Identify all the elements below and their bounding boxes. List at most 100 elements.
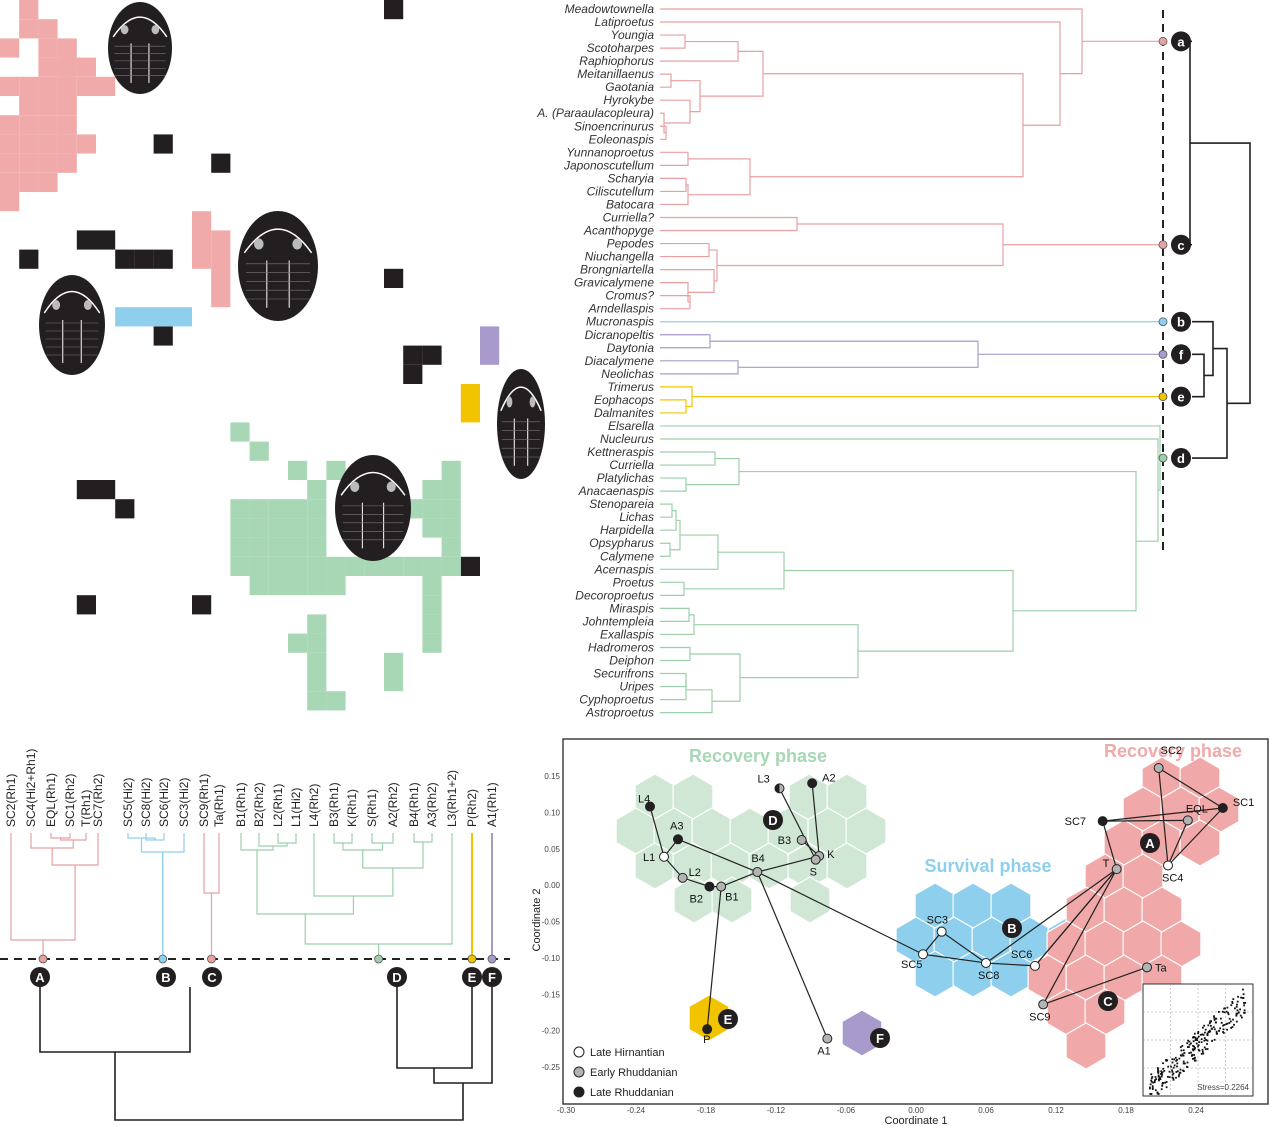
x-tick-label: 0.18 xyxy=(1118,1106,1134,1115)
inset-point xyxy=(1243,1009,1246,1012)
point-label: L1 xyxy=(643,852,655,864)
point-label: SC3 xyxy=(927,915,948,927)
ordination-point xyxy=(645,801,655,812)
y-tick-label: 0.10 xyxy=(544,808,560,817)
heatmap-cell-green xyxy=(268,576,288,596)
inset-point xyxy=(1165,1081,1168,1083)
inset-point xyxy=(1222,1028,1225,1031)
trilobite-eye xyxy=(386,481,396,493)
inset-point xyxy=(1151,1088,1154,1090)
inset-point xyxy=(1228,1017,1231,1020)
heatmap-cell-dark xyxy=(134,249,154,269)
inset-point xyxy=(1186,1042,1189,1045)
heatmap-cell-green xyxy=(307,480,327,500)
site-label: SC1(Rh2) xyxy=(63,774,77,827)
site-tree-branch xyxy=(203,833,220,894)
inset-point xyxy=(1242,988,1244,991)
ordination-link xyxy=(1167,807,1224,866)
trilobite-silhouette-center xyxy=(238,211,318,321)
inset-point xyxy=(1198,1041,1200,1043)
heatmap-cell-dark xyxy=(96,230,116,250)
heatmap-cell-pink xyxy=(19,76,39,96)
inset-point xyxy=(1192,1045,1194,1047)
inset-point xyxy=(1234,1007,1236,1010)
inset-point xyxy=(1242,993,1245,996)
trilobite-eye xyxy=(529,396,536,408)
taxa-tree-branch xyxy=(660,334,711,349)
ordination-point xyxy=(1097,816,1108,827)
heatmap-cell-pink xyxy=(0,38,20,58)
inset-point xyxy=(1197,1044,1200,1046)
site-label: SC2(Rh1) xyxy=(4,774,18,827)
inset-point xyxy=(1155,1078,1158,1080)
heatmap-cell-green xyxy=(249,518,269,538)
inset-point xyxy=(1204,1048,1207,1051)
trilobite-cephalon-line xyxy=(112,16,168,38)
heatmap-cell-pink xyxy=(38,153,58,173)
trilobite-silhouette-right xyxy=(497,369,545,479)
ordination-link xyxy=(1042,966,1148,1006)
inset-point xyxy=(1196,1039,1199,1041)
inset-point xyxy=(1197,1035,1200,1038)
inset-point xyxy=(1152,1081,1155,1084)
occurrence-heatmap xyxy=(0,0,500,711)
group-badge xyxy=(718,1009,738,1029)
heatmap-cell-dark xyxy=(460,556,480,576)
y-tick-label: 0.05 xyxy=(544,845,560,854)
point-label: SC7 xyxy=(1065,816,1086,828)
inset-point xyxy=(1180,1049,1183,1052)
cluster-badge xyxy=(30,967,50,987)
inset-point xyxy=(1228,1022,1231,1024)
site-label: L4(Rh2) xyxy=(307,784,321,827)
taxa-tree-branch xyxy=(660,40,739,62)
x-tick-label: 0.00 xyxy=(908,1106,924,1115)
inset-point xyxy=(1215,1032,1218,1035)
taxa-tree-branch xyxy=(660,295,691,310)
taxon-label: Platylichas xyxy=(597,471,654,485)
heatmap-cell-dark xyxy=(153,134,173,154)
ordination-point xyxy=(704,881,715,892)
inset-point xyxy=(1171,1070,1174,1073)
taxa-tree-branch xyxy=(660,399,687,414)
point-label: T xyxy=(1103,858,1110,870)
inset-point xyxy=(1233,1023,1235,1026)
heatmap-cell-dark xyxy=(403,345,423,365)
trilobite-cephalon-line xyxy=(43,290,101,314)
heatmap-cell-pink xyxy=(76,57,96,77)
inset-point xyxy=(1193,1054,1195,1056)
inset-point xyxy=(1188,1043,1191,1046)
inset-point xyxy=(1182,1062,1185,1065)
inset-point xyxy=(1170,1065,1172,1068)
trilobite-body xyxy=(238,211,318,321)
trilobite-body xyxy=(108,2,172,94)
taxon-label: Hyrokybe xyxy=(603,93,654,107)
taxon-label: Sinoencrinurus xyxy=(574,119,654,133)
inset-point xyxy=(1193,1048,1196,1051)
y-tick-label: -0.20 xyxy=(542,1027,561,1036)
cluster-badge xyxy=(462,967,482,987)
cluster-badge-label: E xyxy=(468,970,477,985)
cluster-badge-label: d xyxy=(1177,451,1185,466)
inset-point xyxy=(1154,1076,1157,1078)
ordination-point xyxy=(1111,864,1122,875)
hex-cell-pink xyxy=(1179,819,1221,867)
heatmap-cell-green xyxy=(422,614,442,634)
trilobite-silhouettes xyxy=(39,2,545,561)
inset-point xyxy=(1149,1083,1152,1086)
inset-point xyxy=(1215,1021,1217,1024)
inset-point xyxy=(1201,1048,1204,1051)
taxon-label: Raphiophorus xyxy=(579,54,654,68)
cluster-badge-label: e xyxy=(1177,390,1184,405)
taxon-label: Niuchangella xyxy=(585,250,655,264)
ordination-point xyxy=(807,778,818,789)
inset-point xyxy=(1232,998,1235,1000)
heatmap-cell-green xyxy=(326,460,346,480)
inset-point xyxy=(1164,1081,1166,1084)
inset-point xyxy=(1160,1073,1162,1075)
group-badge xyxy=(1002,918,1022,938)
heatmap-cell-green xyxy=(441,518,461,538)
inset-point xyxy=(1156,1091,1159,1094)
heatmap-cell-purple xyxy=(480,326,500,365)
taxa-tree-branch xyxy=(739,470,1137,612)
point-label: L4 xyxy=(638,794,650,806)
